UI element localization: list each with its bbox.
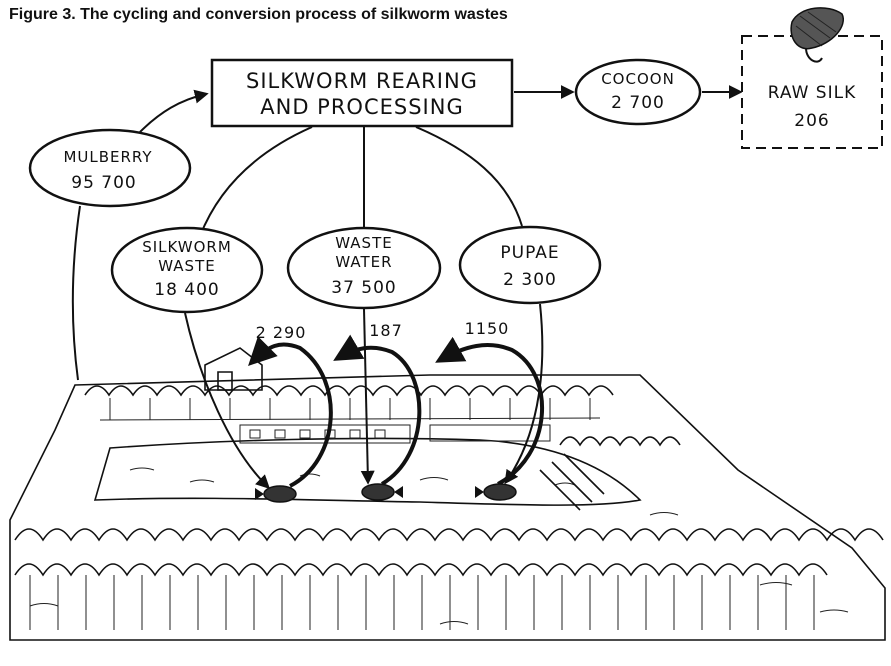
- silkworm-waste-label-line1: SILKWORM: [142, 238, 232, 256]
- silkworm-waste-value: 18 400: [154, 280, 219, 300]
- dike-pond-landscape-illustration: [9, 347, 886, 641]
- pupae-node: PUPAE 2 300: [458, 225, 602, 305]
- mulberry-node: MULBERRY 95 700: [28, 128, 192, 208]
- rearing-to-silkworm-waste-line: [199, 126, 313, 237]
- silkworm-waste-node: SILKWORM WASTE 18 400: [110, 226, 264, 314]
- cocoon-label: COCOON: [601, 70, 675, 88]
- rearing-to-pupae-line: [415, 126, 523, 227]
- mulberry-to-rearing-arrow: [139, 89, 209, 133]
- return-loop-waste-water: [333, 334, 422, 486]
- cocoon-node: COCOON 2 700: [574, 58, 702, 126]
- pupae-to-pond-arrow: [504, 303, 544, 485]
- figure-caption: Figure 3. The cycling and conversion pro…: [9, 6, 508, 23]
- cocoon-value: 2 700: [611, 93, 665, 113]
- waste-water-to-pond-arrow: [360, 308, 375, 485]
- mulberry-value: 95 700: [71, 173, 136, 193]
- landscape-to-mulberry-line: [71, 205, 81, 381]
- raw-silk-node: RAW SILK 206: [741, 35, 883, 149]
- return-loop-pupae: [435, 336, 544, 486]
- mulberry-label: MULBERRY: [63, 148, 152, 166]
- raw-silk-value: 206: [794, 111, 829, 131]
- pupae-value: 2 300: [503, 270, 557, 290]
- fish-illustration: [255, 483, 517, 503]
- return-value-waste-water: 187: [369, 321, 403, 340]
- rearing-node: SILKWORM REARING AND PROCESSING: [210, 58, 514, 128]
- waste-water-value: 37 500: [331, 278, 396, 298]
- return-value-pupae: 1150: [465, 319, 510, 338]
- fish-icon: [361, 483, 403, 501]
- silkworm-waste-label-line2: WASTE: [158, 257, 215, 275]
- return-value-silkworm-waste: 2 290: [256, 323, 307, 342]
- silkworm-waste-to-pond-arrow: [184, 312, 271, 489]
- waste-water-label-line2: WATER: [335, 253, 392, 271]
- waste-water-label-line1: WASTE: [335, 234, 392, 252]
- pupae-label: PUPAE: [500, 243, 559, 263]
- silkworm-illustration: [790, 7, 844, 63]
- rearing-label-line2: AND PROCESSING: [260, 95, 463, 119]
- return-loop-silkworm-waste: [248, 336, 333, 488]
- rearing-label-line1: SILKWORM REARING: [246, 69, 478, 93]
- waste-water-node: WASTE WATER 37 500: [286, 226, 442, 310]
- raw-silk-label: RAW SILK: [768, 83, 856, 103]
- fish-icon: [475, 483, 517, 501]
- fish-icon: [255, 485, 297, 503]
